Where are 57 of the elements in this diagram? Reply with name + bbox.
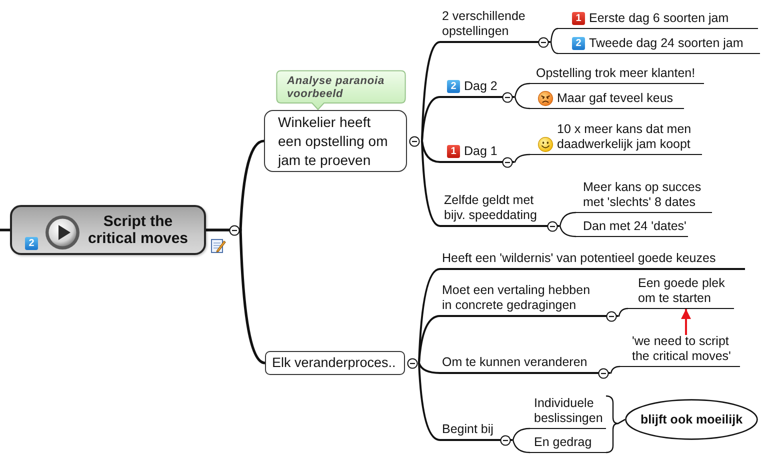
branch-line bbox=[514, 96, 530, 110]
topic-text: Een goede plek om te starten bbox=[638, 276, 726, 306]
priority-badge: 2 bbox=[25, 237, 38, 250]
underlined-topic bbox=[530, 66, 704, 84]
topic-text: Script the critical moves bbox=[86, 213, 190, 247]
branch-line bbox=[418, 362, 440, 374]
topic-text: Opstelling trok meer klanten! bbox=[536, 66, 696, 81]
underlined-topic bbox=[558, 9, 758, 29]
branch-line bbox=[514, 154, 530, 163]
topic-text: Maar gaf teveel keus bbox=[557, 91, 674, 106]
branch-line bbox=[512, 428, 530, 441]
topic-text: blijft ook moeilijk bbox=[640, 412, 743, 427]
callout-text: Analyse paranoia voorbeeld bbox=[287, 75, 386, 100]
branch-line bbox=[610, 366, 620, 374]
topic-text: Om te kunnen veranderen bbox=[442, 355, 588, 370]
priority-badge: 1 bbox=[447, 145, 460, 158]
priority-badge: 2 bbox=[572, 37, 585, 50]
priority-badge: 1 bbox=[572, 12, 585, 25]
topic-text: Individuele beslissingen bbox=[534, 396, 604, 426]
branch-line bbox=[512, 439, 530, 454]
branch-line bbox=[550, 41, 558, 54]
branch-line bbox=[420, 140, 440, 163]
topic-text: 'we need to script the critical moves' bbox=[632, 334, 732, 364]
topic-text: Heeft een 'wildernis' van potentieel goede keuzes bbox=[442, 251, 716, 266]
branch-line bbox=[514, 82, 530, 98]
underlined-topic bbox=[440, 250, 745, 270]
topic-text: Dag 1 bbox=[464, 144, 498, 159]
underlined-topic bbox=[628, 275, 734, 309]
central-topic bbox=[10, 205, 206, 255]
topic-text: Dan met 24 'dates' bbox=[583, 219, 686, 234]
underlined-topic bbox=[558, 34, 760, 54]
branch-line bbox=[0, 228, 10, 232]
branch-line bbox=[558, 225, 576, 238]
underlined-topic bbox=[620, 335, 740, 367]
branch-line bbox=[418, 315, 440, 364]
topic-text: Dag 2 bbox=[464, 79, 498, 94]
topic-text: 2 verschillende opstellingen bbox=[442, 9, 526, 39]
curly-brace bbox=[606, 418, 626, 454]
branch-line bbox=[420, 140, 440, 227]
branch-line bbox=[550, 28, 558, 43]
branch-line bbox=[618, 308, 628, 317]
priority-badge: 2 bbox=[447, 80, 460, 93]
topic-text: 10 x meer kans dat men daadwerkelijk jam koopt bbox=[557, 122, 692, 152]
topic-text: Tweede dag 24 soorten jam bbox=[589, 36, 744, 51]
branch-line bbox=[558, 212, 576, 227]
topic-text: Begint bij bbox=[442, 422, 494, 437]
branch-line bbox=[206, 228, 266, 364]
arrow bbox=[681, 309, 691, 335]
topic-text: Elk veranderproces.. bbox=[272, 355, 396, 371]
branch-line bbox=[418, 362, 440, 441]
topic-text: Moet een vertaling hebben in concrete gedragingen bbox=[442, 283, 592, 313]
topic-text: Winkelier heeft een opstelling om jam te proeven bbox=[278, 112, 389, 170]
topic-text: En gedrag bbox=[534, 435, 592, 450]
topic-text: Zelfde geldt met bijv. speeddating bbox=[444, 193, 538, 223]
topic-text: Meer kans op succes met 'slechts' 8 dates bbox=[583, 180, 702, 210]
topic-text: Eerste dag 6 soorten jam bbox=[589, 11, 729, 26]
branch-line bbox=[420, 96, 440, 142]
